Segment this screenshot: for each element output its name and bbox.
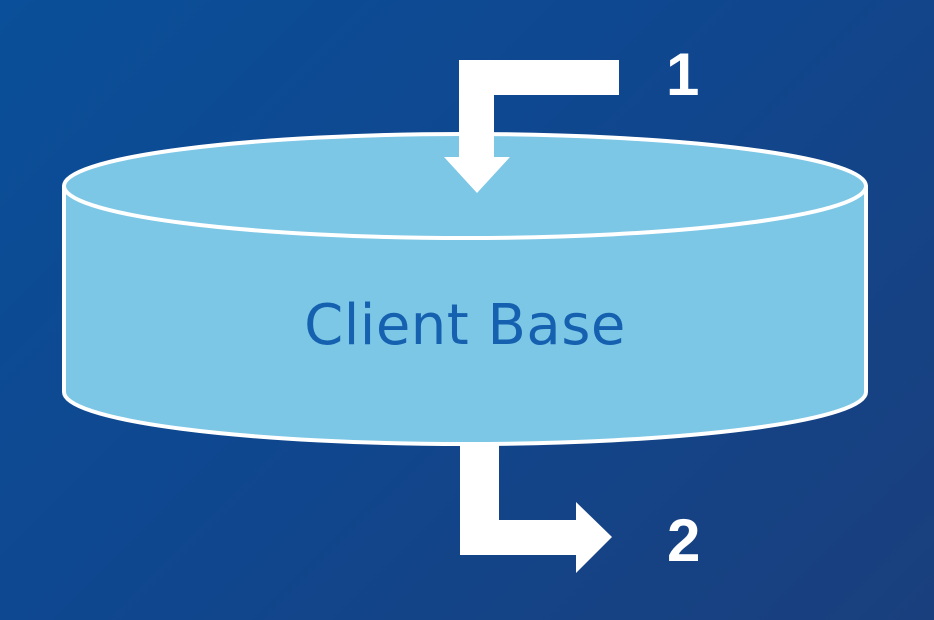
step-number-2: 2 [667,507,701,574]
cylinder-label: Client Base [304,293,626,358]
step-number-1: 1 [666,41,700,108]
arrow-in-down-icon [444,60,619,193]
arrow-out-right-icon [460,420,612,573]
cylinder-body [62,184,868,446]
